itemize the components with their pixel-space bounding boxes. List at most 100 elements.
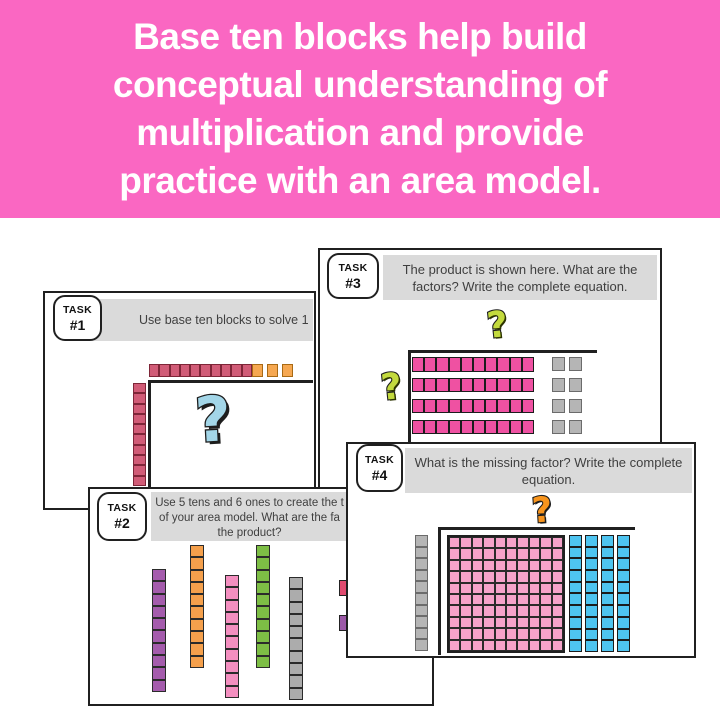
task4-question-mark-icon: ?: [529, 489, 554, 533]
task1-badge-number: #1: [69, 316, 86, 333]
unit-cell: [569, 546, 582, 559]
unit-cell: [460, 605, 472, 617]
task3-prompt-line-2: factors? Write the complete equation.: [412, 279, 628, 294]
task4-hundred-flat: [447, 535, 565, 653]
unit-cell: [551, 616, 563, 629]
unit-cell: [551, 377, 565, 393]
unit-cell: [517, 559, 529, 572]
unit-cell: [483, 628, 495, 640]
unit-cell: [415, 581, 428, 593]
unit-cell: [190, 655, 204, 668]
unit-cell: [540, 639, 552, 651]
unit-cell: [133, 475, 146, 486]
task4-prompt-line-2: equation.: [521, 472, 576, 487]
task2-badge-label: TASK: [107, 502, 137, 514]
unit-cell: [471, 616, 484, 629]
task2-ten-rod-gray: [289, 577, 303, 700]
unit-cell: [569, 605, 582, 617]
unit-cell: [505, 593, 518, 606]
unit-cell: [551, 419, 565, 434]
unit-cell: [412, 419, 425, 435]
unit-cell: [231, 364, 242, 377]
unit-cell: [190, 545, 204, 558]
unit-cell: [225, 575, 239, 588]
unit-cell: [152, 630, 166, 643]
task4-badge-label: TASK: [364, 453, 394, 466]
banner-line-2: conceptual understanding of: [112, 64, 608, 105]
task2-badge-number: #2: [114, 515, 130, 531]
unit-cell: [412, 357, 425, 372]
unit-cell: [225, 673, 239, 686]
unit-cell: [521, 357, 534, 372]
unit-cell: [528, 582, 541, 594]
unit-cell: [133, 465, 146, 476]
unit-cell: [133, 444, 146, 456]
unit-cell: [289, 626, 303, 639]
unit-cell: [448, 398, 461, 414]
task3-area-line-vertical: [408, 350, 411, 450]
task3-block-array: [412, 357, 582, 441]
task2-ten-rod-purple: [152, 569, 166, 692]
task1-horizontal-ten-rod: [149, 364, 252, 377]
unit-cell: [585, 581, 598, 594]
unit-cell: [221, 364, 232, 377]
unit-cell: [133, 383, 146, 394]
unit-cell: [483, 593, 495, 606]
task-card-4: What is the missing factor? Write the co…: [346, 442, 696, 658]
unit-cell: [509, 357, 522, 372]
task1-vertical-ten-rod: [133, 383, 146, 486]
unit-cell: [449, 571, 461, 583]
unit-cell: [152, 655, 166, 668]
unit-cell: [424, 377, 437, 393]
unit-cell: [415, 592, 428, 605]
unit-cell: [528, 559, 541, 572]
unit-cell: [210, 364, 222, 377]
unit-cell: [517, 616, 529, 629]
unit-cell: [540, 605, 552, 617]
task3-array-row: [412, 357, 582, 372]
unit-cell: [190, 569, 204, 582]
unit-cell: [517, 593, 529, 606]
unit-cell: [540, 593, 552, 606]
unit-cell: [449, 605, 461, 617]
banner-line-3: multiplication and provide: [136, 112, 584, 153]
unit-cell: [471, 593, 484, 606]
unit-cell: [494, 559, 506, 572]
task2-prompt-line-2: of your area model. What are the fa: [159, 512, 340, 524]
unit-cell: [551, 639, 563, 651]
unit-cell: [424, 398, 437, 414]
unit-cell: [225, 624, 239, 637]
unit-cell: [517, 628, 529, 640]
unit-cell: [415, 639, 428, 651]
task4-area-line-vertical: [438, 527, 441, 655]
task1-area-line-vertical: [148, 380, 151, 502]
unit-cell: [460, 559, 472, 572]
unit-cell: [617, 546, 630, 559]
spacer: [534, 399, 548, 400]
unit-cell: [190, 594, 204, 607]
unit-cell: [190, 557, 204, 570]
unit-cell: [225, 661, 239, 674]
unit-cell: [528, 628, 541, 640]
unit-cell: [152, 569, 166, 582]
task3-array-row: [412, 377, 582, 393]
task3-badge-label: TASK: [338, 261, 368, 274]
unit-cell: [569, 593, 582, 606]
unit-cell: [585, 593, 598, 606]
unit-cell: [256, 643, 270, 656]
unit-cell: [460, 571, 472, 583]
unit-cell: [133, 455, 146, 466]
unit-cell: [521, 377, 534, 393]
unit-cell: [200, 364, 211, 377]
unit-cell: [471, 537, 484, 549]
task4-blue-ten-rod: [601, 535, 614, 652]
unit-cell: [415, 546, 428, 559]
unit-cell: [460, 593, 472, 606]
unit-cell: [528, 639, 541, 651]
unit-cell: [289, 601, 303, 614]
unit-cell: [415, 558, 428, 570]
unit-cell: [509, 377, 522, 393]
unit-cell: [460, 419, 473, 435]
unit-cell: [505, 605, 518, 617]
unit-cell: [415, 616, 428, 628]
